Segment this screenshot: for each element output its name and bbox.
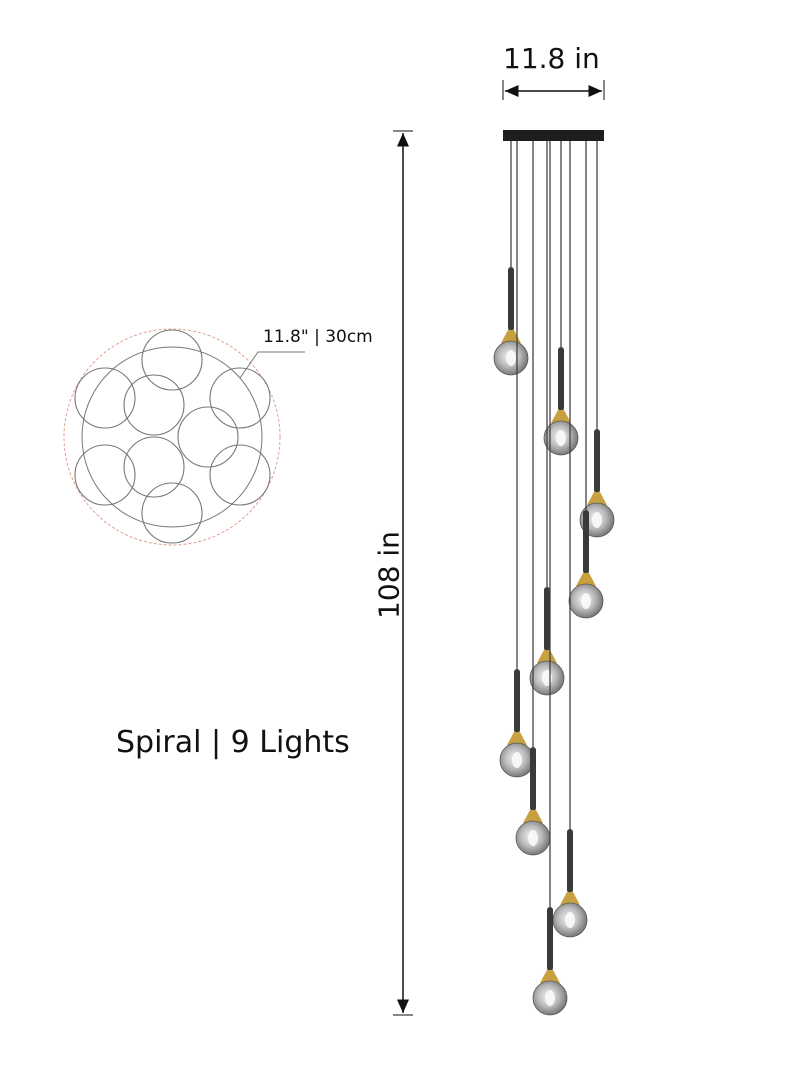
product-title: Spiral | 9 Lights (116, 725, 350, 760)
bulb (592, 512, 602, 528)
pendant-rod (544, 587, 550, 651)
pendant-light (493, 141, 529, 376)
pendant-light (529, 141, 565, 696)
pendants (493, 141, 615, 1016)
light-position-circle (74, 444, 136, 506)
bulb (506, 350, 516, 366)
canopy-guide-circle (63, 328, 281, 546)
light-position-circle (141, 482, 203, 544)
canopy-diameter-label: 11.8" | 30cm (263, 327, 373, 347)
light-position-circle (74, 367, 136, 429)
brass-cap (523, 810, 543, 823)
light-position-circle (177, 406, 239, 468)
bulb (565, 912, 575, 928)
light-position-circle (123, 436, 185, 498)
light-position-circle (141, 329, 203, 391)
top-view-diagram (63, 328, 305, 546)
pendant-rod (508, 267, 514, 331)
pendant-light (552, 141, 588, 938)
height-label: 108 in (372, 531, 406, 619)
pendant-light (499, 141, 535, 778)
brass-cap (507, 732, 527, 745)
pendant-rod (530, 747, 536, 811)
light-position-circle (123, 374, 185, 436)
bulb (512, 752, 522, 768)
canopy-outline-circle (81, 346, 263, 528)
pendant-light (568, 141, 604, 619)
height-dimension-line (393, 130, 413, 1016)
pendant-rod (594, 429, 600, 493)
brass-cap (551, 410, 571, 423)
pendant-light (515, 141, 551, 856)
pendant-rod (567, 829, 573, 893)
bulb (581, 593, 591, 609)
pendant-rod (547, 907, 553, 971)
bulb (528, 830, 538, 846)
light-position-circle (209, 367, 271, 429)
canopy (503, 130, 604, 141)
pendant-light (532, 141, 568, 1016)
light-position-circle (209, 444, 271, 506)
width-dimension-line (502, 80, 605, 100)
bulb (556, 430, 566, 446)
pendant-rod (558, 347, 564, 411)
brass-cap (540, 970, 560, 983)
brass-cap (537, 650, 557, 663)
pendant-light (543, 141, 579, 456)
brass-cap (587, 492, 607, 505)
pendant-rod (514, 669, 520, 733)
diameter-leader-line (239, 351, 305, 379)
pendant-rod (583, 510, 589, 574)
bulb (545, 990, 555, 1006)
brass-cap (576, 573, 596, 586)
brass-cap (560, 892, 580, 905)
width-label: 11.8 in (503, 42, 600, 75)
brass-cap (501, 330, 521, 343)
pendant-light (579, 141, 615, 538)
